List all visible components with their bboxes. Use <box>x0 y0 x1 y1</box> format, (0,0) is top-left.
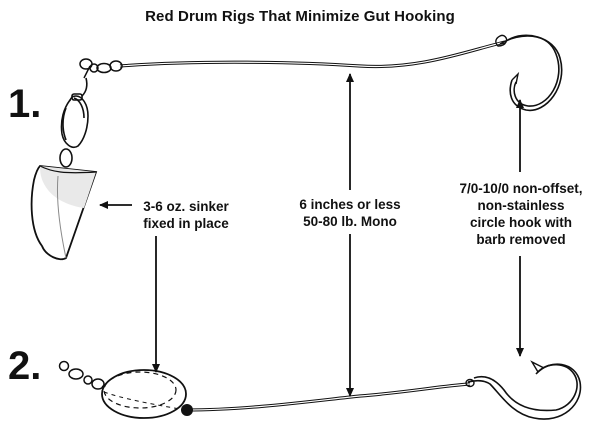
hook-label-line-2: non-stainless <box>477 198 565 213</box>
sinker-label-line-1: 3-6 oz. sinker <box>143 199 229 214</box>
leader-label-line-1: 6 inches or less <box>299 197 401 212</box>
rig-2-number: 2. <box>8 344 42 388</box>
leader-label: 6 inches or less 50-80 lb. Mono <box>290 196 410 230</box>
rig-1-pyramid-sinker <box>30 165 98 261</box>
rig-2-bead <box>181 404 193 416</box>
rig-2-circle-hook <box>465 360 582 420</box>
rig-1-swivel <box>79 58 123 79</box>
diagram-title: Red Drum Rigs That Minimize Gut Hooking <box>145 8 455 25</box>
sinker-label: 3-6 oz. sinker fixed in place <box>134 198 238 232</box>
hook-label: 7/0-10/0 non-offset, non-stainless circl… <box>448 180 594 248</box>
rig-1-circle-hook <box>495 34 563 112</box>
rig-1-leader-line <box>119 40 506 69</box>
hook-label-line-4: barb removed <box>476 232 566 247</box>
rig-2-leader-line <box>185 382 471 412</box>
hook-label-line-1: 7/0-10/0 non-offset, <box>459 181 583 196</box>
rig-2-swivel <box>58 360 109 391</box>
leader-label-line-2: 50-80 lb. Mono <box>303 214 397 229</box>
sinker-label-line-2: fixed in place <box>143 216 229 231</box>
rig-1-snap <box>59 77 89 168</box>
hook-label-line-3: circle hook with <box>469 215 573 230</box>
rig-1-number: 1. <box>8 82 42 126</box>
rig-2-egg-sinker <box>101 369 187 419</box>
